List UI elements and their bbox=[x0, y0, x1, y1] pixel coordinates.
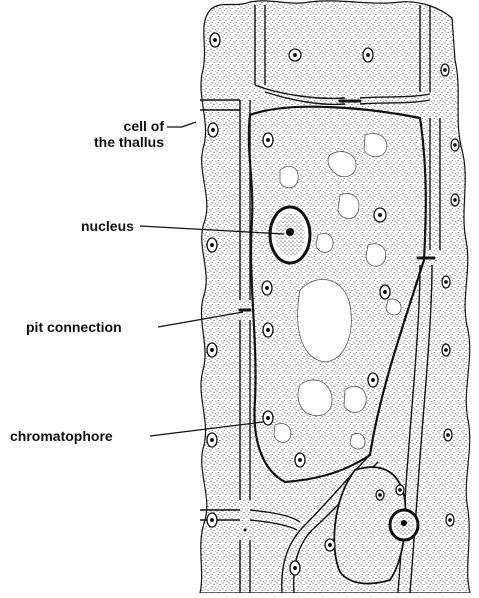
nucleus-shape bbox=[270, 207, 310, 263]
nucleus-shape-small bbox=[390, 510, 418, 540]
leader-cell-of-thallus bbox=[167, 122, 196, 127]
label-cell-of-the-thallus: cell of the thallus bbox=[56, 118, 164, 150]
label-chromatophore: chromatophore bbox=[10, 428, 113, 444]
label-nucleus: nucleus bbox=[81, 218, 134, 234]
label-cell-of-the-thallus-line2: the thallus bbox=[56, 134, 164, 150]
label-pit-connection: pit connection bbox=[26, 319, 122, 335]
label-cell-of-the-thallus-line1: cell of bbox=[56, 118, 164, 134]
